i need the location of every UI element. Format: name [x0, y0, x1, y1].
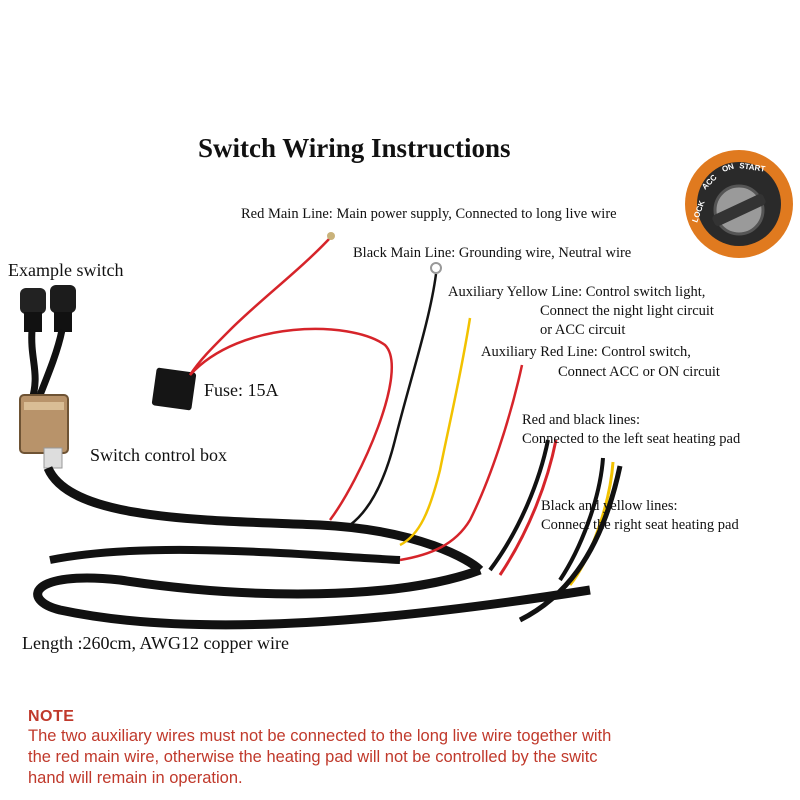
control-box-label: Switch control box	[90, 445, 227, 465]
ignition-switch-icon: LOCK ACC ON START	[685, 150, 793, 258]
ignition-start-label: START	[739, 161, 766, 174]
red-main-line-label: Red Main Line: Main power supply, Connec…	[241, 206, 617, 222]
example-switch-label: Example switch	[8, 260, 124, 280]
control-box-image	[19, 394, 69, 469]
fuse-holder-image	[151, 367, 197, 411]
aux-yellow-line-3: or ACC circuit	[540, 322, 626, 338]
black-yellow-line-1: Black and yellow lines:	[541, 498, 678, 514]
aux-yellow-line-1: Auxiliary Yellow Line: Control switch li…	[448, 284, 706, 300]
black-yellow-line-2: Connect the right seat heating pad	[541, 517, 739, 533]
length-label: Length :260cm, AWG12 copper wire	[22, 633, 289, 653]
ignition-on-label: ON	[721, 162, 735, 174]
example-switch-image	[20, 285, 76, 402]
black-main-line-label: Black Main Line: Grounding wire, Neutral…	[353, 245, 632, 261]
red-black-line-2: Connected to the left seat heating pad	[522, 431, 741, 447]
note-line-3: hand will remain in operation.	[28, 769, 243, 787]
aux-red-line-2: Connect ACC or ON circuit	[558, 364, 720, 380]
page-title: Switch Wiring Instructions	[198, 133, 511, 163]
note-box: NOTE The two auxiliary wires must not be…	[28, 708, 788, 789]
red-black-line-1: Red and black lines:	[522, 412, 640, 428]
aux-yellow-line-2: Connect the night light circuit	[540, 303, 714, 319]
note-line-2: the red main wire, otherwise the heating…	[28, 748, 598, 766]
note-line-1: The two auxiliary wires must not be conn…	[28, 727, 612, 745]
note-title: NOTE	[28, 708, 75, 725]
fuse-label: Fuse: 15A	[204, 380, 279, 400]
aux-red-line-1: Auxiliary Red Line: Control switch,	[481, 344, 691, 360]
